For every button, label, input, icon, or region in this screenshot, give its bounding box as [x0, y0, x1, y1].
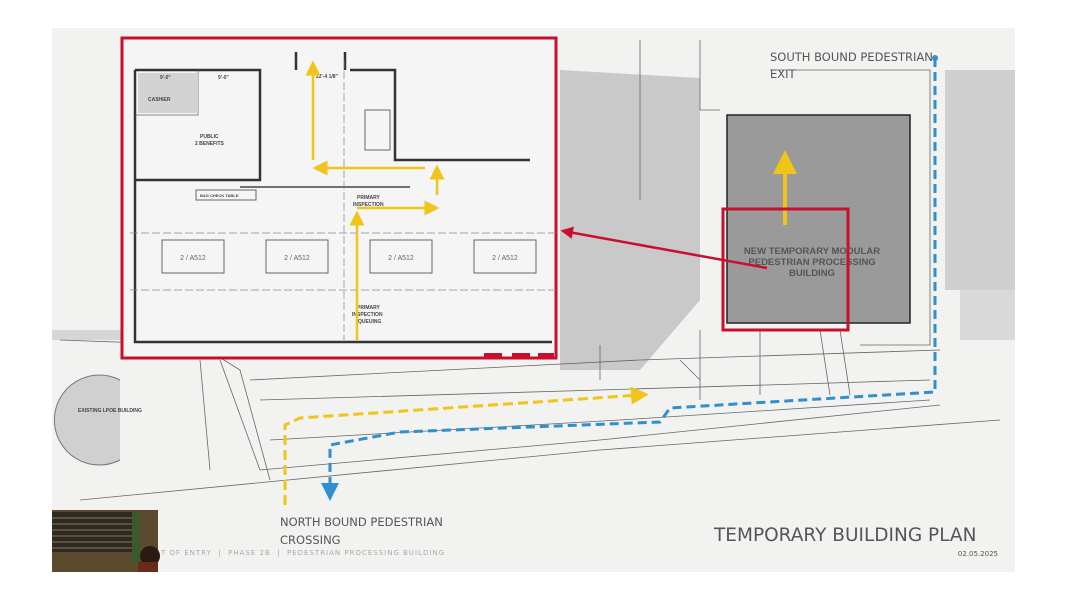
northbound-label-line1: NORTH BOUND PEDESTRIAN — [280, 515, 443, 529]
existing-building-label: EXISTING LPOE BUILDING — [78, 408, 142, 414]
site-plan: EXISTING LPOE BUILDING — [52, 40, 1015, 501]
booth-label: 2 / A512 — [388, 255, 414, 262]
building-label-line1: NEW TEMPORARY MODULAR — [744, 246, 880, 257]
southbound-start-dot — [932, 55, 938, 61]
slide-footer: T OF ENTRY | PHASE 2B | PEDESTRIAN PROCE… — [160, 549, 445, 557]
dimension: 9'-0" — [160, 75, 171, 81]
public-benefits-label: 2 BENEFITS — [195, 141, 225, 147]
building-label-line3: BUILDING — [789, 268, 835, 279]
booth-label: 2 / A512 — [180, 255, 206, 262]
building-label-line2: PEDESTRIAN PROCESSING — [748, 257, 875, 268]
southbound-label-line2: EXIT — [770, 67, 797, 81]
dimension: 9'-0" — [218, 75, 229, 81]
slide-title: TEMPORARY BUILDING PLAN — [713, 525, 976, 546]
floor-plan-inset: BAG CHECK TABLE 2 / A512 2 / A512 2 / A5… — [120, 36, 558, 360]
southbound-route — [321, 58, 937, 501]
northbound-label-line2: CROSSING — [280, 533, 341, 547]
primary-inspection-label: PRIMARY — [357, 195, 381, 201]
booth-label: 2 / A512 — [492, 255, 518, 262]
southbound-label-line1: SOUTH BOUND PEDESTRIAN — [770, 50, 933, 64]
slide-date: 02.05.2025 — [958, 550, 998, 558]
booths: 2 / A512 2 / A512 2 / A512 2 / A512 — [161, 239, 537, 274]
queuing-label: QUEUING — [358, 319, 381, 325]
webcam-thumbnail — [52, 510, 160, 572]
primary-inspection-label: INSPECTION — [353, 202, 384, 208]
cashier-label: CASHIER — [148, 97, 171, 103]
building-highlight-box — [721, 207, 850, 332]
dimension: 22'-4 1/8" — [316, 74, 339, 80]
table-label: BAG CHECK TABLE — [200, 193, 239, 198]
temporary-building — [726, 114, 911, 324]
callout-arrow — [560, 226, 768, 270]
queuing-label: INSPECTION — [352, 312, 383, 318]
building-label: NEW TEMPORARY MODULAR PEDESTRIAN PROCESS… — [744, 246, 880, 279]
queuing-label: PRIMARY — [357, 305, 381, 311]
northbound-route — [283, 386, 649, 505]
booth-label: 2 / A512 — [284, 255, 310, 262]
public-benefits-label: PUBLIC — [200, 134, 219, 140]
